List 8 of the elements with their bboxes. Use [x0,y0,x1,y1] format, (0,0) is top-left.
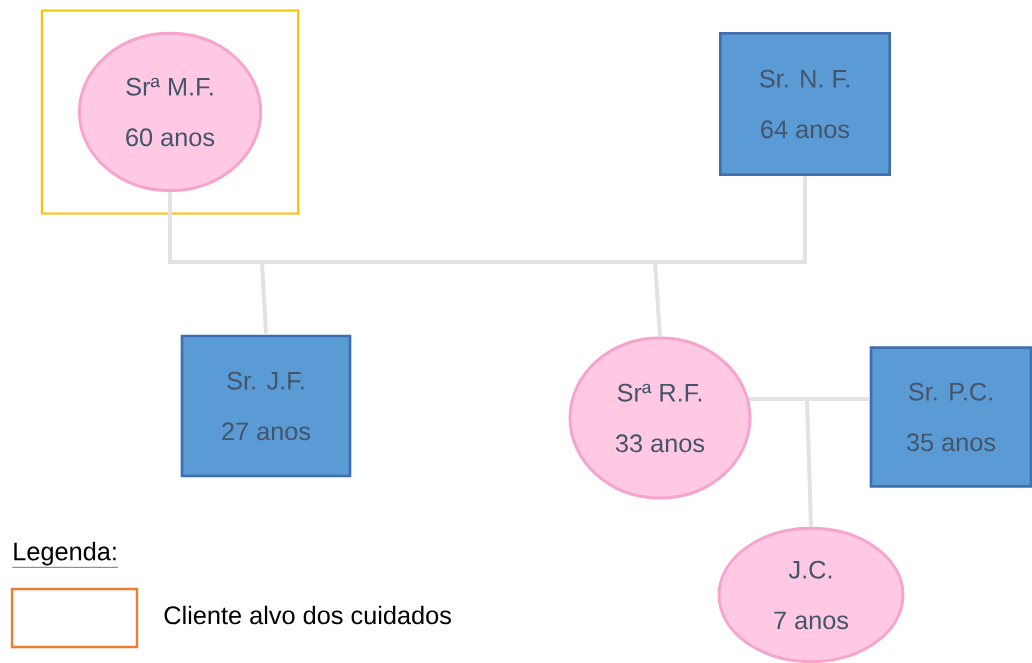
male-box: Sr. N. F. 64 anos [719,32,891,176]
client-frame [40,9,300,215]
legend-heading: Legenda: [12,541,119,568]
family-tree-line [168,176,807,337]
male-box: Sr. J.F. 27 anos [180,334,352,478]
family-tree-line [748,397,870,527]
male-box: Sr. P.C. 35 anos [869,346,1032,488]
legend-text: Cliente alvo dos cuidados [164,605,451,625]
